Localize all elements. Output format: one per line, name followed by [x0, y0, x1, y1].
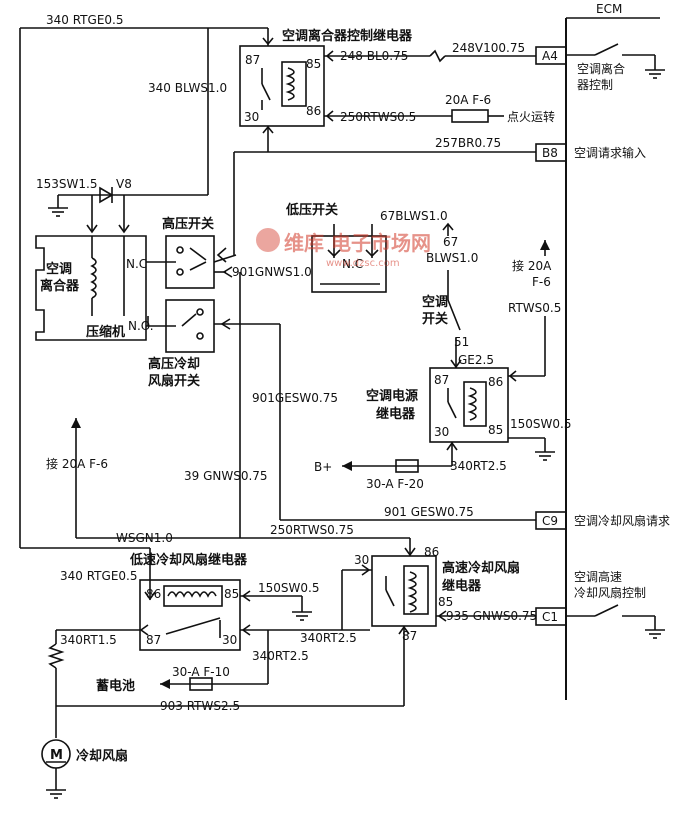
svg-text:M: M: [50, 748, 63, 763]
svg-text:接 20A F-6: 接 20A F-6: [46, 456, 108, 471]
svg-text:30-A F-20: 30-A F-20: [366, 477, 424, 491]
svg-text:V8: V8: [116, 177, 132, 191]
svg-text:压缩机: 压缩机: [86, 324, 125, 340]
ac-clutch-compressor: [35, 235, 147, 341]
svg-text:RTWS0.5: RTWS0.5: [508, 301, 561, 315]
svg-text:51: 51: [454, 335, 469, 349]
svg-text:86: 86: [424, 545, 439, 559]
svg-text:开关: 开关: [422, 311, 448, 327]
svg-text:250RTWS0.5: 250RTWS0.5: [340, 110, 416, 124]
svg-text:N.C: N.C: [126, 257, 147, 271]
svg-text:67BLWS1.0: 67BLWS1.0: [380, 209, 448, 223]
clutch-control-relay: [239, 45, 325, 127]
svg-text:30: 30: [244, 110, 259, 124]
svg-text:901GNWS1.0: 901GNWS1.0: [232, 265, 312, 279]
svg-text:87: 87: [402, 629, 417, 643]
svg-text:空调离合: 空调离合: [577, 61, 625, 76]
svg-text:风扇开关: 风扇开关: [148, 373, 200, 389]
svg-text:935 GNWS0.75: 935 GNWS0.75: [446, 609, 537, 623]
svg-text:B8: B8: [542, 146, 558, 160]
svg-text:点火运转: 点火运转: [507, 109, 555, 124]
svg-text:340RT2.5: 340RT2.5: [252, 649, 309, 663]
svg-text:340RT1.5: 340RT1.5: [60, 633, 117, 647]
svg-text:GE2.5: GE2.5: [458, 353, 494, 367]
svg-text:空调: 空调: [422, 294, 448, 310]
svg-text:F-6: F-6: [532, 275, 551, 289]
svg-text:低速冷却风扇继电器: 低速冷却风扇继电器: [129, 552, 248, 568]
svg-text:87: 87: [146, 633, 161, 647]
svg-text:85: 85: [224, 587, 239, 601]
svg-text:67: 67: [443, 235, 458, 249]
svg-text:WSGN1.0: WSGN1.0: [116, 531, 173, 545]
svg-text:30-A F-10: 30-A F-10: [172, 665, 230, 679]
svg-text:空调冷却风扇请求: 空调冷却风扇请求: [574, 513, 670, 528]
svg-text:30: 30: [222, 633, 237, 647]
svg-text:86: 86: [488, 375, 503, 389]
svg-text:30: 30: [434, 425, 449, 439]
svg-text:BLWS1.0: BLWS1.0: [426, 251, 478, 265]
svg-text:150SW0.5: 150SW0.5: [510, 417, 571, 431]
svg-text:空调高速: 空调高速: [574, 569, 622, 584]
svg-text:高速冷却风扇: 高速冷却风扇: [442, 560, 520, 576]
svg-text:39 GNWS0.75: 39 GNWS0.75: [184, 469, 268, 483]
svg-text:接 20A: 接 20A: [512, 258, 552, 273]
svg-text:高压开关: 高压开关: [162, 216, 214, 232]
svg-text:冷却风扇: 冷却风扇: [76, 748, 128, 764]
svg-text:C9: C9: [542, 514, 558, 528]
svg-text:冷却风扇控制: 冷却风扇控制: [574, 585, 646, 600]
low-speed-fan-relay: [139, 579, 241, 651]
svg-text:903 RTWS2.5: 903 RTWS2.5: [160, 699, 240, 713]
svg-text:维库 电子市场网: 维库 电子市场网: [284, 231, 431, 255]
svg-text:C1: C1: [542, 610, 558, 624]
svg-text:A4: A4: [542, 49, 558, 63]
svg-text:B+: B+: [314, 460, 332, 474]
svg-text:继电器: 继电器: [376, 406, 416, 422]
ecm-title: ECM: [596, 2, 622, 16]
svg-text:86: 86: [306, 104, 321, 118]
svg-text:www.dzsc.com: www.dzsc.com: [326, 258, 400, 269]
svg-text:150SW0.5: 150SW0.5: [258, 581, 319, 595]
svg-text:340 RTGE0.5: 340 RTGE0.5: [46, 13, 123, 27]
watermark-logo-icon: [256, 228, 280, 252]
svg-text:继电器: 继电器: [442, 578, 482, 594]
svg-text:蓄电池: 蓄电池: [96, 678, 135, 694]
svg-text:153SW1.5: 153SW1.5: [36, 177, 97, 191]
svg-text:85: 85: [306, 57, 321, 71]
svg-text:空调请求输入: 空调请求输入: [574, 145, 646, 160]
svg-text:340RT2.5: 340RT2.5: [300, 631, 357, 645]
svg-text:250RTWS0.75: 250RTWS0.75: [270, 523, 354, 537]
svg-text:248V100.75: 248V100.75: [452, 41, 525, 55]
low-pressure-switch: [311, 235, 387, 293]
svg-text:20A F-6: 20A F-6: [445, 93, 491, 107]
svg-text:901 GESW0.75: 901 GESW0.75: [384, 505, 474, 519]
svg-text:87: 87: [245, 53, 260, 67]
svg-text:901GESW0.75: 901GESW0.75: [252, 391, 338, 405]
svg-text:空调: 空调: [46, 261, 72, 277]
svg-text:空调电源: 空调电源: [366, 388, 418, 404]
svg-text:离合器: 离合器: [40, 278, 80, 294]
svg-text:340RT2.5: 340RT2.5: [450, 459, 507, 473]
svg-text:86: 86: [146, 587, 161, 601]
ac-power-relay: [429, 367, 509, 443]
svg-text:85: 85: [438, 595, 453, 609]
svg-text:248 BL0.75: 248 BL0.75: [340, 49, 408, 63]
svg-text:87: 87: [434, 373, 449, 387]
svg-text:85: 85: [488, 423, 503, 437]
svg-text:N.C: N.C: [342, 257, 363, 271]
svg-text:340 RTGE0.5: 340 RTGE0.5: [60, 569, 137, 583]
svg-text:N.O.: N.O.: [128, 319, 154, 333]
svg-text:340 BLWS1.0: 340 BLWS1.0: [148, 81, 227, 95]
svg-text:空调离合器控制继电器: 空调离合器控制继电器: [282, 28, 413, 44]
svg-text:高压冷却: 高压冷却: [148, 356, 200, 372]
svg-text:器控制: 器控制: [577, 78, 613, 92]
svg-text:低压开关: 低压开关: [285, 202, 338, 218]
svg-text:257BR0.75: 257BR0.75: [435, 136, 501, 150]
svg-text:30: 30: [354, 553, 369, 567]
